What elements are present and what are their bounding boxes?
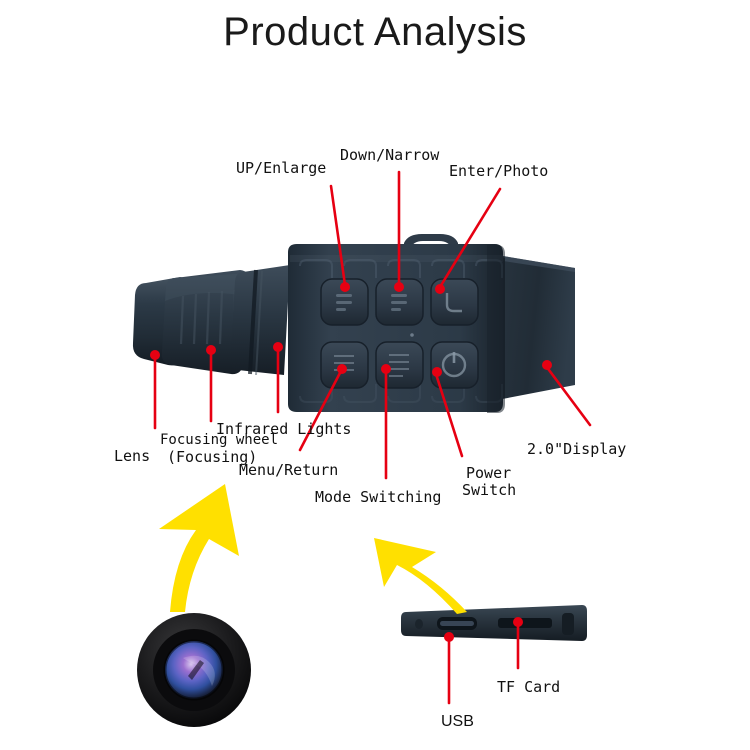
tf-card-slot: [498, 618, 552, 628]
leader-enter-photo: [438, 187, 502, 289]
dot-focusing-wheel: [206, 345, 216, 355]
dot-menu-return: [337, 364, 347, 374]
lens-closeup: [137, 613, 251, 727]
dot-enter-photo: [435, 284, 445, 294]
button-mode-switching[interactable]: [375, 341, 424, 389]
callout-label-power: Power: [466, 464, 512, 482]
dot-lens: [150, 350, 160, 360]
dot-tf-card: [513, 617, 523, 627]
callout-label-switch: Switch: [462, 481, 517, 499]
callout-label-focusing-wheel: Focusing wheel: [160, 432, 279, 448]
dot-mode-switching: [381, 364, 391, 374]
leader-menu-return: [298, 369, 343, 452]
usb-port: [437, 617, 477, 630]
callout-label-tf-card: TF Card: [497, 678, 561, 696]
leader-up-enlarge: [329, 184, 347, 287]
dot-infrared: [273, 342, 283, 352]
callout-label-down-narrow: Down/Narrow: [340, 146, 440, 164]
dot-power-switch: [432, 367, 442, 377]
panel-screw: [415, 619, 423, 629]
leader-power-switch: [434, 372, 464, 458]
indicator-led: [410, 333, 414, 337]
page-title: Product Analysis: [223, 10, 527, 54]
dot-up-enlarge: [340, 282, 350, 292]
leader-display: [544, 364, 592, 427]
callout-label-display: 2.0"Display: [527, 440, 627, 458]
callout-label-up-enlarge: UP/Enlarge: [236, 159, 327, 177]
dot-display: [542, 360, 552, 370]
callout-label-lens: Lens: [114, 447, 151, 465]
strap-lug-top: [404, 234, 458, 249]
dot-down-narrow: [394, 282, 404, 292]
callout-label-infrared-lights: Infrared Lights: [216, 420, 352, 438]
dot-usb: [444, 632, 454, 642]
button-power-switch[interactable]: [430, 341, 479, 389]
panel-tab: [562, 613, 574, 635]
arrow-to-lens: [159, 484, 239, 612]
arrow-to-ports: [374, 538, 467, 614]
usb-tf-port-panel: [401, 605, 587, 641]
callout-label-enter-photo: Enter/Photo: [449, 162, 549, 180]
callout-label-usb: USB: [441, 713, 474, 730]
callout-label-focusing-sub: (Focusing): [167, 448, 258, 466]
callout-label-mode-switching: Mode Switching: [315, 488, 442, 506]
callout-label-menu-return: Menu/Return: [239, 461, 339, 479]
